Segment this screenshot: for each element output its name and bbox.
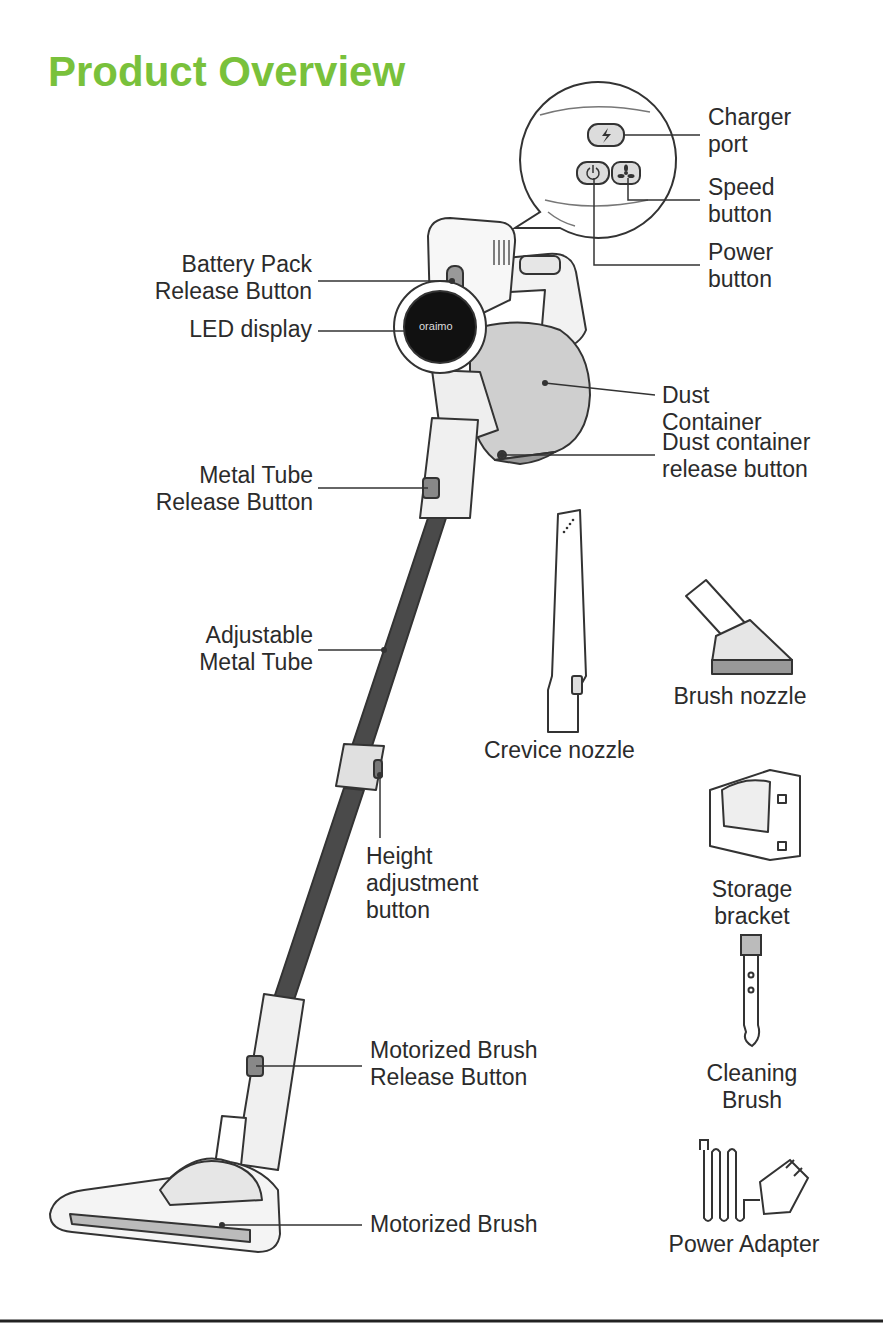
part-label: Motorized Brush <box>370 1211 630 1238</box>
storage-bracket <box>710 770 800 860</box>
charger-port-symbol <box>588 124 624 146</box>
brush-hole <box>749 973 754 978</box>
crevice-nozzle <box>548 510 586 732</box>
part-label: Storage bracket <box>692 876 812 930</box>
part-label: Cleaning Brush <box>692 1060 812 1114</box>
dust-container <box>470 323 590 461</box>
leader-line <box>318 330 404 332</box>
part-label: Height adjustment button <box>366 843 506 924</box>
battery-vents <box>494 240 509 265</box>
page-title: Product Overview <box>48 47 405 97</box>
leader-line <box>628 178 700 200</box>
display-ring <box>394 281 486 373</box>
brush-nozzle-head <box>712 620 792 662</box>
tube-collar <box>336 744 384 790</box>
power-icon <box>587 165 599 179</box>
part-label: Power button <box>708 239 818 293</box>
crevice-body <box>548 510 586 732</box>
bracket-hole <box>778 795 786 803</box>
leader-line <box>318 280 452 282</box>
part-label: Adjustable Metal Tube <box>163 622 313 676</box>
leader-line <box>502 454 655 456</box>
power-button-symbol <box>577 162 609 184</box>
handle-grip <box>520 256 560 274</box>
adapter-pin <box>786 1160 794 1168</box>
leader-line <box>545 383 655 395</box>
part-label: LED display <box>92 316 312 343</box>
part-label: Charger port <box>708 104 818 158</box>
motorized-brush <box>50 1158 280 1252</box>
adapter-tip <box>700 1140 708 1150</box>
dust-release-button <box>498 451 506 459</box>
bracket-hole <box>778 842 786 850</box>
adapter-plug <box>760 1160 808 1214</box>
bottom-rule <box>0 1320 883 1323</box>
lower-tube <box>274 788 364 1000</box>
zoom-bubble <box>515 82 676 238</box>
height-adjustment-button <box>374 760 382 778</box>
brush-hood <box>160 1161 262 1205</box>
part-label: Motorized Brush Release Button <box>370 1037 580 1091</box>
zoom-outline <box>515 82 676 238</box>
lightning-icon <box>602 128 611 143</box>
part-label: Speed button <box>708 174 818 228</box>
leader-line <box>594 178 700 265</box>
brand-mark: oraimo <box>419 320 479 333</box>
vacuum-body <box>394 218 590 518</box>
adapter-pin <box>794 1168 802 1176</box>
leader-line <box>379 775 381 838</box>
cleaning-brush <box>741 935 761 1046</box>
leader-dot <box>377 772 383 778</box>
leader-line <box>256 1065 362 1067</box>
brush-nozzle-bristles <box>712 660 792 674</box>
leader-dot <box>219 1222 225 1228</box>
part-label: Power Adapter <box>634 1231 854 1258</box>
leader-dot <box>381 647 387 653</box>
fan-icon <box>618 165 635 179</box>
part-label: Crevice nozzle <box>484 737 684 764</box>
part-label: Metal Tube Release Button <box>133 462 313 516</box>
brush-bristle-head <box>741 935 761 955</box>
brush-nozzle <box>686 580 792 674</box>
crevice-clip <box>572 676 582 694</box>
leader-dot <box>499 452 505 458</box>
part-label: Dust Container <box>662 382 792 436</box>
leader-dot <box>449 278 455 284</box>
brush-window <box>70 1214 250 1242</box>
leader-line <box>222 1224 362 1226</box>
bracket-body <box>710 770 800 860</box>
adapter-cord <box>704 1149 760 1221</box>
device-top <box>540 107 650 226</box>
dust-container-base <box>495 452 555 464</box>
speed-button-symbol <box>612 162 640 184</box>
leader-line <box>318 487 428 489</box>
brush-handle <box>744 955 759 1046</box>
tube-cuff <box>420 418 478 518</box>
crevice-dots <box>563 519 575 534</box>
bracket-cup <box>722 780 770 832</box>
lower-sleeve <box>236 994 304 1170</box>
leader-line <box>318 649 384 651</box>
leader-line <box>624 134 700 136</box>
part-label: Brush nozzle <box>640 683 840 710</box>
leader-dot <box>542 380 548 386</box>
part-label: Battery Pack Release Button <box>132 251 312 305</box>
brush-hole <box>749 988 754 993</box>
part-label: Dust container release button <box>662 429 862 483</box>
upper-tube <box>352 518 446 746</box>
power-adapter <box>700 1140 808 1221</box>
